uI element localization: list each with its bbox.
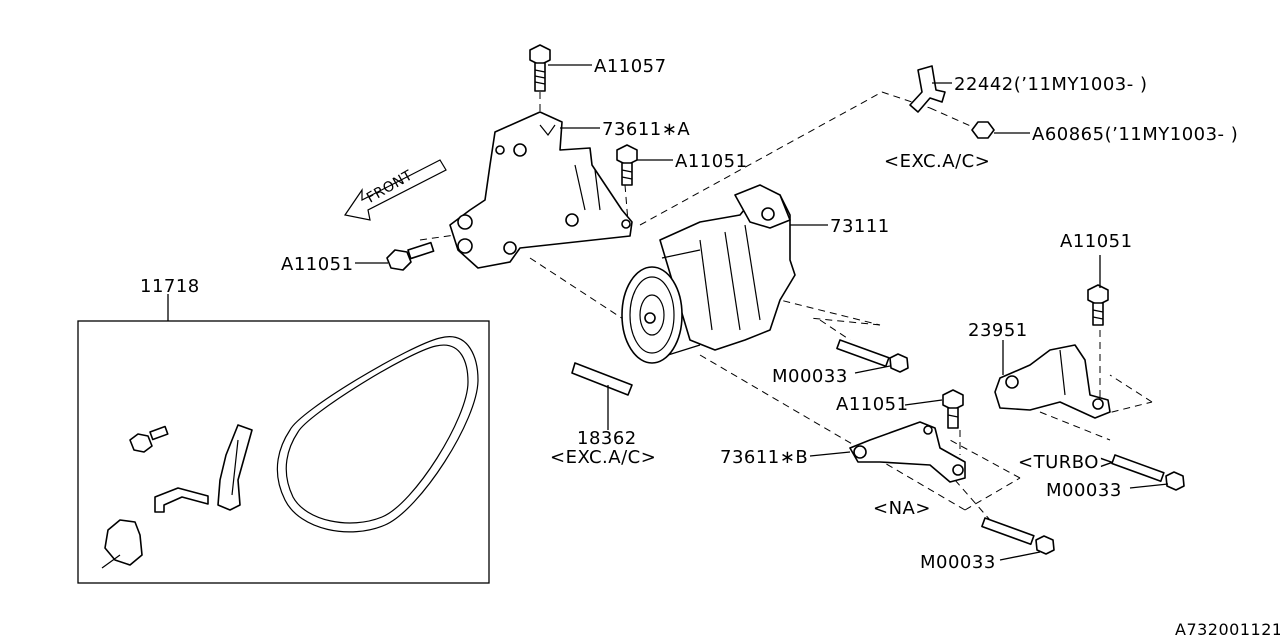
bracket-73611a	[449, 111, 633, 269]
callout-73611b: 73611∗B	[720, 447, 808, 468]
callout-a60865: A60865(’11MY1003- )	[1032, 124, 1238, 145]
bolt-a11057	[529, 44, 551, 92]
callout-labels: A11057 73611∗A A11051 A11051 22442(’11MY…	[140, 56, 1280, 639]
bolt-a11051-na	[942, 389, 964, 429]
callout-a11051-na: A11051	[836, 394, 909, 415]
callout-23951: 23951	[968, 320, 1028, 341]
callout-m00033-mid: M00033	[772, 366, 848, 387]
diagram-code: A732001121	[1175, 620, 1280, 639]
front-arrow	[343, 159, 447, 221]
callout-exc-ac-top: <EXC.A/C>	[884, 151, 990, 172]
callout-m00033-bottom: M00033	[920, 552, 996, 573]
callout-11718: 11718	[140, 276, 200, 297]
bracket-73611b	[849, 421, 966, 483]
bolt-a11051-right	[616, 144, 638, 186]
callout-turbo: <TURBO>	[1018, 452, 1115, 473]
compressor-73111	[621, 184, 796, 364]
front-label: FRONT	[364, 167, 416, 206]
bolt-a60865	[971, 121, 995, 139]
belt-kit-11718	[77, 320, 490, 584]
clip-22442	[909, 65, 946, 113]
callout-73111: 73111	[830, 216, 890, 237]
callout-a11057-top: A11057	[594, 56, 667, 77]
bolt-a11051-turbo	[1087, 284, 1109, 326]
bolt-m00033-turbo	[1111, 454, 1185, 491]
callout-73611a: 73611∗A	[602, 119, 690, 140]
bolt-m00033-mid	[836, 339, 909, 373]
callout-a11051-turbo: A11051	[1060, 231, 1133, 252]
belt-kit-box	[77, 320, 490, 584]
callout-na: <NA>	[873, 498, 931, 519]
assembly-lines	[419, 80, 1153, 521]
bracket-23951	[994, 344, 1111, 419]
callout-m00033-turbo: M00033	[1046, 480, 1122, 501]
leader-lines	[167, 64, 1169, 561]
bolt-m00033-bottom	[981, 517, 1055, 555]
pin-18362	[571, 362, 633, 396]
bolt-a11051-left	[386, 241, 435, 271]
drive-belt	[276, 336, 479, 533]
callout-18362: 18362	[577, 428, 637, 449]
callout-22442: 22442(’11MY1003- )	[954, 74, 1147, 95]
callout-a11051-left: A11051	[281, 254, 354, 275]
callout-a11051-right: A11051	[675, 151, 748, 172]
callout-exc-ac-bottom: <EXC.A/C>	[550, 447, 656, 468]
